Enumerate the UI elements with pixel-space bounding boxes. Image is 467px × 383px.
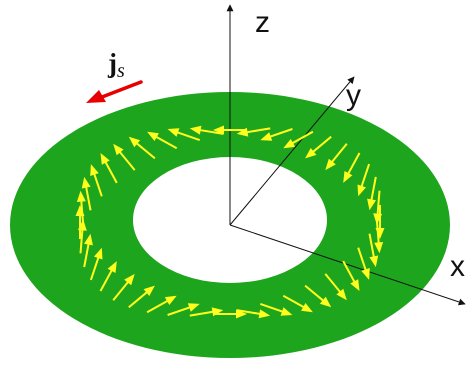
spin-arrow: [357, 163, 371, 197]
spin-arrow: [128, 285, 155, 309]
spin-arrow: [83, 233, 93, 268]
spin-arrow: [213, 309, 247, 319]
spin-arrow: [113, 143, 136, 171]
coordinate-axes: [226, 4, 466, 306]
spin-arrow: [213, 125, 247, 135]
z-axis-label: z: [255, 6, 270, 39]
spin-arrow: [81, 176, 92, 211]
spin-arrow: [304, 284, 332, 308]
spin-arrow: [343, 152, 361, 183]
spin-arrow: [100, 153, 118, 184]
spin-arrow: [368, 233, 379, 268]
spin-arrow: [260, 128, 293, 141]
spin-arrow: [283, 130, 314, 149]
spin-arrow: [282, 294, 313, 313]
spin-arrow: [89, 247, 103, 281]
spin-arrow: [147, 131, 178, 150]
spin-arrow: [76, 190, 86, 225]
spin-arrow: [367, 176, 377, 211]
current-arrow: [86, 80, 143, 103]
spin-arrow: [325, 143, 348, 171]
spin-arrow: [373, 190, 383, 225]
spin-arrow: [236, 127, 271, 137]
spin-arrow: [357, 247, 370, 280]
spin-arrow: [342, 260, 360, 291]
spin-arrow-group: [75, 125, 385, 319]
x-axis-label: x: [450, 250, 465, 283]
spin-arrow: [167, 128, 201, 142]
current-label-main: j: [107, 48, 117, 78]
current-label-subscript: s: [117, 60, 125, 82]
x-axis: [229, 224, 466, 306]
spin-arrow: [146, 295, 177, 314]
current-label: js: [107, 48, 125, 82]
y-axis: [229, 76, 355, 226]
spin-arrow: [90, 164, 103, 197]
spin-arrow: [324, 273, 347, 301]
spin-arrow: [167, 303, 200, 316]
spin-arrow: [189, 125, 224, 135]
spin-arrow: [236, 309, 271, 319]
spin-arrow: [99, 261, 117, 292]
spin-arrow: [305, 135, 332, 159]
y-axis-label: y: [346, 79, 361, 112]
spin-arrow: [259, 302, 293, 316]
spin-arrow: [189, 307, 224, 317]
spin-arrow: [112, 273, 135, 301]
spin-arrow: [128, 136, 156, 160]
